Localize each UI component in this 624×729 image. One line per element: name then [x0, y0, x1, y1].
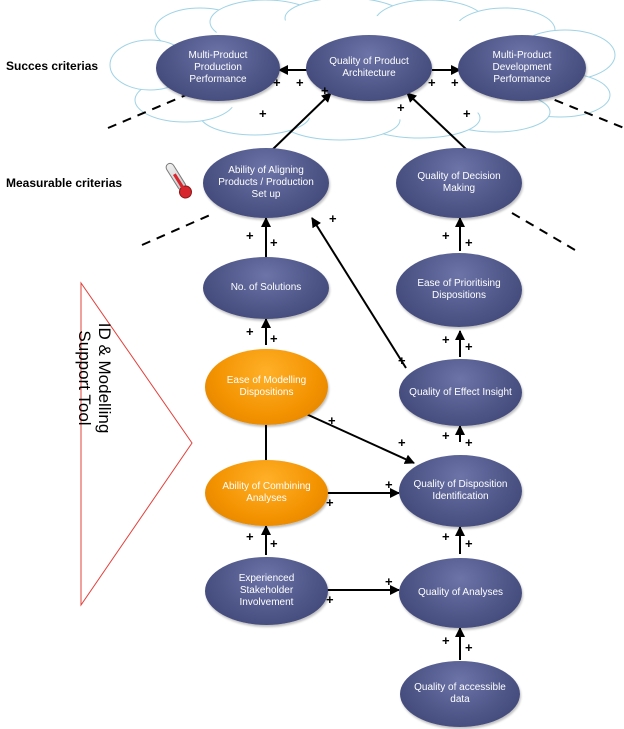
thermometer-icon — [165, 162, 192, 199]
plus-sign: + — [428, 75, 436, 90]
plus-sign: + — [329, 211, 337, 226]
plus-sign: + — [246, 324, 254, 339]
plus-sign: + — [270, 235, 278, 250]
plus-sign: + — [397, 100, 405, 115]
node-quality-of-accessible-data: Quality of accessible data — [400, 661, 520, 727]
support-tool-line1: ID & Modelling — [95, 322, 114, 434]
plus-sign: + — [442, 529, 450, 544]
plus-sign: + — [451, 75, 459, 90]
plus-sign: + — [328, 413, 336, 428]
plus-sign: + — [385, 574, 393, 589]
plus-sign: + — [465, 640, 473, 655]
node-ease-of-prioritising: Ease of Prioritising Dispositions — [396, 253, 522, 327]
node-quality-of-decision-making: Quality of Decision Making — [396, 148, 522, 218]
plus-sign: + — [398, 435, 406, 450]
plus-sign: + — [246, 529, 254, 544]
plus-sign: + — [465, 339, 473, 354]
plus-sign: + — [442, 332, 450, 347]
node-no-of-solutions: No. of Solutions — [203, 257, 329, 319]
node-multi-product-production: Multi-Product Production Performance — [156, 35, 280, 101]
plus-sign: + — [296, 75, 304, 90]
success-criteria-label: Succes criterias — [6, 59, 99, 73]
plus-sign: + — [259, 106, 267, 121]
node-quality-of-analyses: Quality of Analyses — [399, 558, 522, 628]
plus-sign: + — [398, 353, 406, 368]
plus-sign: + — [270, 331, 278, 346]
plus-sign: + — [465, 536, 473, 551]
causal-arrows — [261, 65, 468, 660]
node-aligning-products: Ability of Aligning Products / Productio… — [203, 148, 329, 218]
support-tool-line2: Support Tool — [75, 330, 94, 426]
plus-sign: + — [442, 428, 450, 443]
node-ability-of-combining: Ability of Combining Analyses — [205, 460, 328, 526]
node-quality-of-effect-insight: Quality of Effect Insight — [399, 359, 522, 426]
plus-sign: + — [273, 75, 281, 90]
plus-sign: + — [465, 435, 473, 450]
plus-sign: + — [246, 228, 254, 243]
node-quality-of-disposition-identification: Quality of Disposition Identification — [399, 455, 522, 527]
plus-sign: + — [465, 235, 473, 250]
node-ease-of-modelling: Ease of Modelling Dispositions — [205, 349, 328, 425]
node-multi-product-development: Multi-Product Development Performance — [458, 35, 586, 101]
node-quality-of-product-architecture: Quality of Product Architecture — [306, 35, 432, 101]
support-tool-triangle — [80, 281, 193, 607]
plus-sign: + — [326, 495, 334, 510]
plus-sign: + — [270, 536, 278, 551]
plus-sign: + — [442, 228, 450, 243]
plus-sign: + — [442, 633, 450, 648]
plus-sign: + — [463, 106, 471, 121]
node-experienced-stakeholder: Experienced Stakeholder Involvement — [205, 557, 328, 625]
plus-sign: + — [326, 592, 334, 607]
plus-sign: + — [385, 477, 393, 492]
plus-sign: + — [321, 83, 329, 98]
measurable-criteria-label: Measurable criterias — [6, 176, 123, 190]
